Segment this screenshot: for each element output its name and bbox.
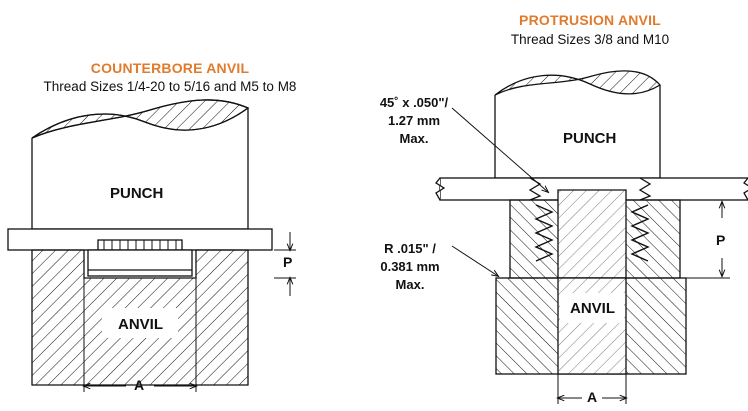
callout-radius-line-3: Max. [395,277,425,292]
right-protrusion-anvil [435,70,748,375]
right-anvil-label: ANVIL [570,300,615,317]
left-dim-p-label: P [283,254,293,270]
left-anvil-label: ANVIL [118,316,163,333]
right-punch-label: PUNCH [563,130,617,147]
left-subtitle: Thread Sizes 1/4-20 to 5/16 and M5 to M8 [43,79,297,94]
callout-chamfer-line-1: 45˚ x .050"/ [379,95,449,110]
right-title: PROTRUSION ANVIL [519,12,661,28]
callout-leaders [451,107,548,276]
callout-radius: R .015" / 0.381 mm Max. [360,240,460,294]
right-dim-p-label: P [716,232,726,248]
left-dim-a-label: A [134,377,145,393]
right-dim-a [558,374,626,404]
callout-radius-line-2: 0.381 mm [380,259,440,274]
callout-chamfer-line-2: 1.27 mm [387,113,441,128]
callout-radius-line-1: R .015" / [384,241,436,256]
right-dim-p [684,199,730,279]
left-counterbore-anvil [7,99,273,386]
callout-chamfer: 45˚ x .050"/ 1.27 mm Max. [364,94,464,148]
left-dim-a [84,278,196,392]
left-fastener-head [97,239,183,251]
right-subtitle: Thread Sizes 3/8 and M10 [510,32,670,47]
right-dim-a-label: A [587,389,598,405]
callout-chamfer-line-3: Max. [399,131,429,146]
left-dim-p [274,232,296,296]
right-punch-top-hatch [494,70,662,96]
left-punch-label: PUNCH [110,185,164,202]
left-title: COUNTERBORE ANVIL [90,60,250,76]
